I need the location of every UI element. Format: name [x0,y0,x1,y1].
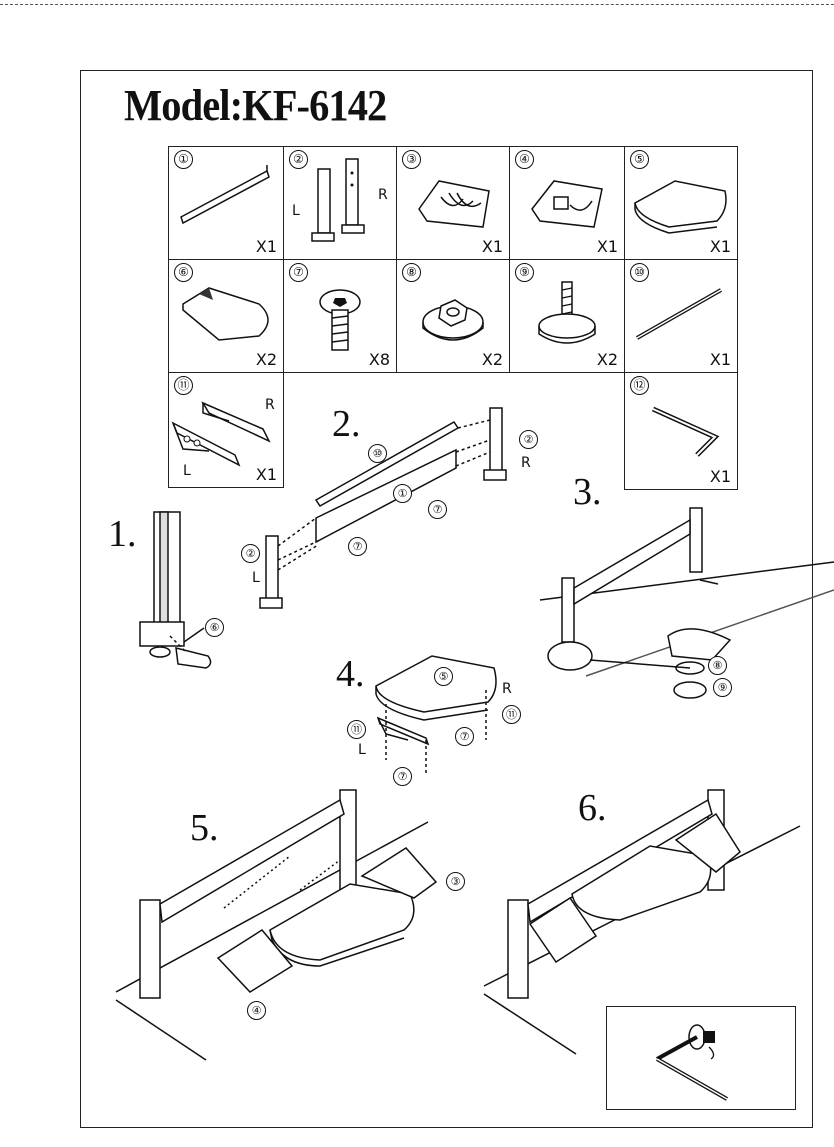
callout-part-10: ⑩ [368,444,387,463]
part-qty: X8 [368,350,390,369]
part-qty: X1 [481,237,503,256]
step2-diagram [259,407,507,609]
part-qty: X1 [709,350,731,369]
part-cell-1: ① X1 [168,146,284,260]
right-label: R [521,455,531,471]
part-cell-9: ⑨ X2 [509,259,625,373]
clamp-pad-icon [182,287,269,341]
knob-bolt-icon [538,281,596,344]
left-label: L [252,570,260,586]
callout-part-5: ⑤ [434,667,453,686]
part-number: ⑤ [630,150,649,169]
callout-part-7: ⑦ [348,537,367,556]
scan-edge-line [0,4,834,5]
callout-part-2: ② [241,544,260,563]
part-cell-7: ⑦ X8 [283,259,397,373]
part-number: ⑪ [174,376,193,395]
part-number: ⑧ [402,263,421,282]
part-qty: X1 [255,465,277,484]
step1-diagram [139,511,212,669]
step-number: 2. [332,403,361,445]
part-number: ④ [515,150,534,169]
part-number: ⑥ [174,263,193,282]
right-label: R [265,397,275,413]
instruction-sheet-frame [80,70,813,1128]
callout-part-7: ⑦ [455,727,474,746]
part-qty: X2 [255,350,277,369]
part-qty: X1 [709,467,731,486]
callout-part-11: ⑪ [347,720,366,739]
part-qty: X1 [709,237,731,256]
side-posts-icon [311,158,365,242]
part-cell-4: ④ X1 [509,146,625,260]
callout-part-1: ① [393,484,412,503]
step4-diagram [375,655,497,774]
step-number: 3. [573,471,602,513]
part-number: ③ [402,150,421,169]
part-number: ⑩ [630,263,649,282]
step5-diagram [115,789,438,1061]
left-label: L [183,463,191,479]
part-qty: X1 [596,237,618,256]
left-label: L [292,203,300,219]
page-title: Model:KF-6142 [124,81,387,130]
part-number: ⑫ [630,376,649,395]
callout-part-8: ⑧ [708,656,727,675]
callout-part-3: ③ [446,872,465,891]
nut-icon [422,299,484,341]
tray-holder-icon [531,180,603,228]
part-qty: X2 [481,350,503,369]
right-label: R [502,681,512,697]
part-cell-3: ③ X1 [396,146,510,260]
allen-key-tightening-icon [656,1024,728,1101]
step-number: 5. [190,807,219,849]
rod-icon [636,288,722,340]
part-cell-10: ⑩ X1 [624,259,738,373]
callout-part-11: ⑪ [502,705,521,724]
part-number: ⑨ [515,263,534,282]
part-qty: X1 [255,237,277,256]
callout-part-7: ⑦ [428,500,447,519]
callout-part-9: ⑨ [713,678,732,697]
cd-holder-icon [418,180,490,228]
part-qty: X2 [596,350,618,369]
part-number: ⑦ [289,263,308,282]
step-number: 6. [578,787,607,829]
keyboard-tray-icon [634,180,727,234]
part-cell-12: ⑫ X1 [624,372,738,490]
step3-diagram [539,507,834,699]
step-number: 4. [336,653,365,695]
right-label: R [378,187,388,203]
callout-part-7: ⑦ [393,767,412,786]
part-cell-2: ② L R [283,146,397,260]
part-number: ② [289,150,308,169]
part-cell-8: ⑧ X2 [396,259,510,373]
step-number: 1. [108,513,137,555]
callout-part-2: ② [519,430,538,449]
brackets-icon [171,401,271,467]
part-cell-11: ⑪ R L X1 [168,372,284,488]
left-label: L [358,742,366,758]
allen-key-icon [651,406,720,457]
part-cell-5: ⑤ X1 [624,146,738,260]
callout-part-4: ④ [247,1001,266,1020]
callout-part-6: ⑥ [205,618,224,637]
part-cell-6: ⑥ X2 [168,259,284,373]
screw-icon [319,289,361,351]
allen-key-detail-inset [606,1006,796,1110]
part-number: ① [174,150,193,169]
crossbar-icon [180,165,270,225]
step6-diagram [483,789,801,1055]
